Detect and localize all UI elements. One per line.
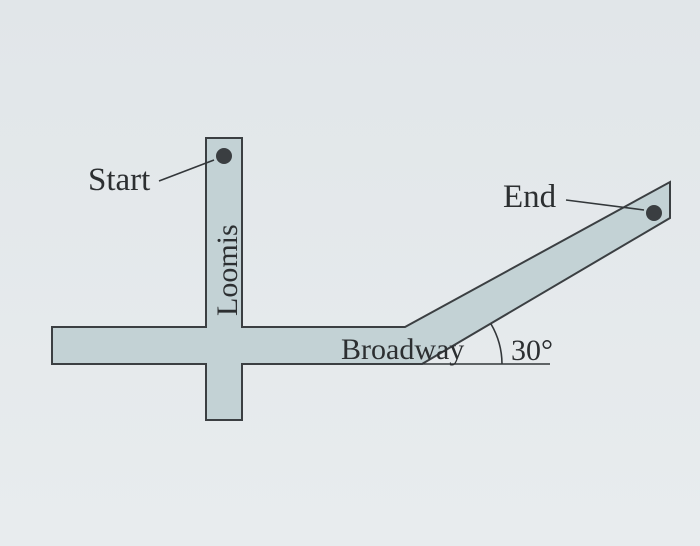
- angle-label: 30°: [511, 334, 553, 367]
- start-leader-line: [158, 159, 215, 182]
- start-label: Start: [88, 162, 150, 198]
- loomis-street-label: Loomis: [211, 224, 244, 316]
- end-marker: [646, 205, 662, 221]
- end-leader-line: [565, 199, 645, 211]
- broadway-street-label: Broadway: [341, 333, 464, 366]
- angle-arc: [490, 323, 503, 365]
- end-label: End: [503, 179, 557, 215]
- start-marker: [216, 148, 232, 164]
- street-network: [51, 137, 671, 421]
